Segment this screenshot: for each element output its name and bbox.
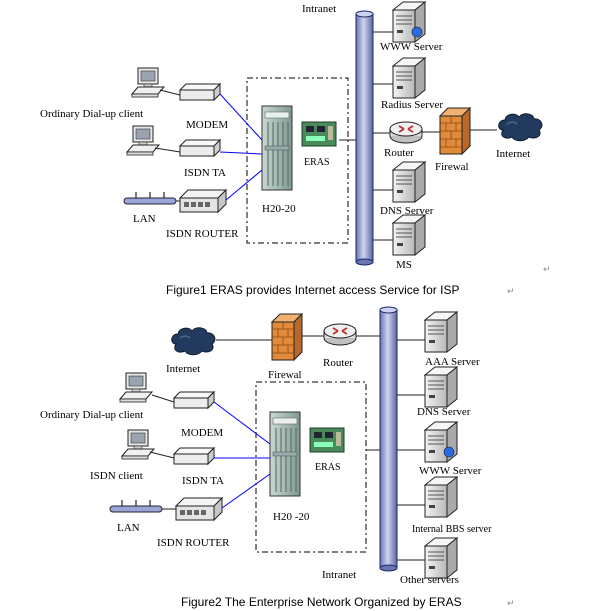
ms-server-icon [392,214,426,256]
lan-label-2: LAN [117,522,140,534]
other-server-icon [424,537,458,579]
isdn-router-icon-2 [175,497,223,521]
eras-label-2: ERAS [315,462,341,473]
www-server-label: WWW Server [380,41,443,53]
lan-label: LAN [133,213,156,225]
figure-2: Intranet Internet Firewal Router AAA Ser… [40,306,515,609]
figure1-return-mark: ↵ [507,286,515,296]
internet-label-2: Internet [166,363,200,375]
backbone-links [339,31,497,241]
blue-links-2 [213,401,271,509]
h2020-label-2: H20 -20 [273,511,310,523]
dialup-client-pc-icon-2 [119,372,153,403]
modem-label-2: MODEM [181,427,223,439]
eras-boundary [246,77,349,244]
firewall-label: Firewal [435,161,469,173]
lan-icon-2 [109,499,163,513]
www-server-icon [392,1,426,43]
isdn-router-label: ISDN ROUTER [166,228,239,240]
dns-server-icon-2 [424,366,458,408]
router-label-2: Router [323,357,353,369]
bbs-server-label: Internal BBS server [412,524,492,535]
internet-label: Internet [496,148,530,160]
intranet-label-2: Intranet [322,569,356,581]
isdn-ta-label: ISDN TA [184,167,226,179]
radius-server-icon [392,57,426,99]
dialup-client-label: Ordinary Dial-up client [40,108,143,120]
eras-board-icon [301,121,337,147]
isdn-router-icon [179,189,227,213]
router-icon-2 [323,323,357,346]
isdn-client-label: ISDN client [90,470,143,482]
dns-server-label-2: DNS Server [417,406,471,418]
backbone-links-2 [216,335,425,561]
www-server-icon-2 [424,421,458,463]
client-wires [154,89,181,202]
aaa-server-label: AAA Server [425,356,480,368]
isdn-router-label-2: ISDN ROUTER [157,537,230,549]
aaa-server-icon [424,311,458,353]
router-icon [389,121,423,144]
firewall-icon [439,107,471,155]
bbs-server-icon [424,476,458,518]
paragraph-mark: ↵ [543,264,551,274]
isdn-client-pc-icon [121,429,155,460]
isdn-ta-label-2: ISDN TA [182,475,224,487]
figure-1: Intranet WWW Server Radius Server Router… [40,1,551,297]
isdn-ta-icon-2 [173,447,215,465]
firewall-label-2: Firewal [268,369,302,381]
dns-server-label: DNS Server [380,205,434,217]
intranet-backbone-2 [379,306,398,572]
isdn-pc-icon [126,125,160,156]
internet-cloud-icon-2 [171,327,216,356]
lan-icon [123,191,177,205]
blue-links [219,93,263,201]
dialup-client-label-2: Ordinary Dial-up client [40,409,143,421]
firewall-icon-2 [271,313,303,361]
figure1-caption: Figure1 ERAS provides Internet access Se… [166,283,459,297]
modem-icon-2 [173,391,215,409]
h2020-chassis-icon [261,105,293,191]
h2020-chassis-icon-2 [269,411,301,497]
dns-server-icon [392,161,426,203]
modem-icon [179,83,221,101]
client-wires-2 [149,394,176,510]
eras-label: ERAS [304,157,330,168]
radius-server-label: Radius Server [381,99,443,111]
eras-board-icon-2 [309,427,345,453]
figure2-return-mark: ↵ [507,598,515,608]
router-label: Router [384,147,414,159]
intranet-backbone [355,10,374,266]
isdn-ta-icon [179,139,221,157]
h2020-label: H20-20 [262,203,296,215]
figure2-caption: Figure2 The Enterprise Network Organized… [181,595,462,609]
internet-cloud-icon [498,113,543,142]
dialup-client-pc-icon [131,67,165,98]
modem-label: MODEM [186,119,228,131]
other-servers-label: Other servers [400,574,459,586]
intranet-label: Intranet [302,3,336,15]
www-server-label-2: WWW Server [419,465,482,477]
ms-label: MS [396,259,412,271]
